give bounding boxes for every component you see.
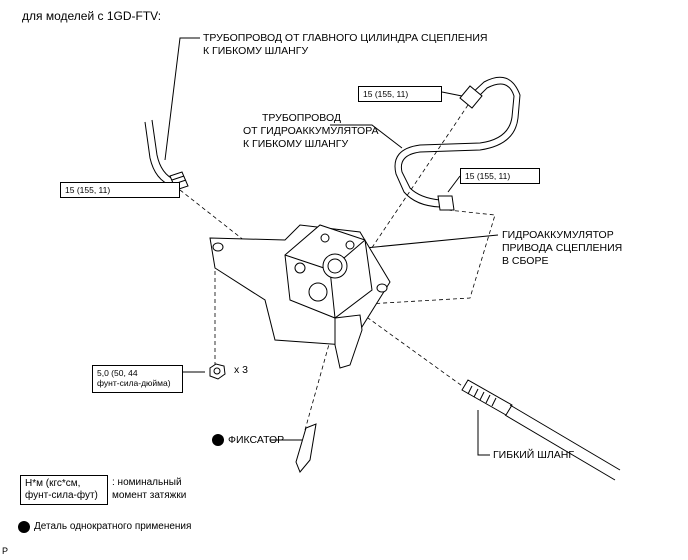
torque-bolt-line1: 5,0 (50, 44 (97, 368, 138, 378)
legend-unit-desc-1: : номинальный (112, 477, 182, 488)
torque-box-left: 15 (155, 11) (60, 182, 180, 198)
leader-torque-top (441, 91, 463, 97)
torque-box-bolt: 5,0 (50, 44 фунт-сила-дюйма) (92, 365, 183, 393)
label-master-pipe-2: К ГИБКОМУ ШЛАНГУ (203, 45, 309, 57)
label-flexible-hose: ГИБКИЙ ШЛАНГ (493, 449, 575, 461)
master-pipe (144, 119, 189, 191)
accumulator-pipe (394, 76, 521, 211)
leader-accumulator (364, 234, 499, 249)
legend-unit-line2: фунт-сила-фут) (25, 490, 98, 501)
footer-mark: P (2, 546, 9, 556)
label-accumulator-3: В СБОРЕ (502, 255, 549, 267)
legend-unit-desc-2: момент затяжки (112, 490, 187, 501)
label-clip: ФИКСАТОР (228, 434, 285, 446)
torque-box-right: 15 (155, 11) (460, 168, 540, 184)
flexible-hose (461, 379, 621, 481)
label-bolt-count: x 3 (234, 364, 249, 376)
clip-part (295, 423, 317, 473)
legend-nonreusable: Деталь однократного применения (34, 521, 192, 532)
label-accumulator-1: ГИДРОАККУМУЛЯТОР (502, 229, 614, 241)
label-accum-pipe-3: К ГИБКОМУ ШЛАНГУ (243, 138, 349, 150)
legend-unit-box: Н*м (кгс*см, фунт-сила-фут) (20, 475, 108, 505)
accumulator-body (284, 224, 373, 319)
leader-torque-right (447, 175, 461, 193)
leader-master-pipe (164, 37, 200, 161)
clip-tab (334, 314, 363, 369)
leader-hose (477, 410, 490, 456)
torque-box-top: 15 (155, 11) (358, 86, 442, 102)
leader-accum-pipe (330, 124, 403, 149)
page-title: для моделей с 1GD-FTV: (22, 9, 162, 23)
label-master-pipe-1: ТРУБОПРОВОД ОТ ГЛАВНОГО ЦИЛИНДРА СЦЕПЛЕН… (203, 32, 488, 44)
nonreusable-marker-clip (212, 434, 224, 446)
label-accum-pipe-1: ТРУБОПРОВОД (262, 112, 341, 124)
label-accumulator-2: ПРИВОДА СЦЕПЛЕНИЯ (502, 242, 623, 254)
torque-bolt-line2: фунт-сила-дюйма) (97, 378, 171, 388)
bolt-icon (209, 363, 226, 380)
legend-unit-line1: Н*м (кгс*см, (25, 478, 81, 489)
label-accum-pipe-2: ОТ ГИДРОАККУМУЛЯТОРА (243, 125, 379, 137)
nonreusable-marker-legend (18, 521, 30, 533)
